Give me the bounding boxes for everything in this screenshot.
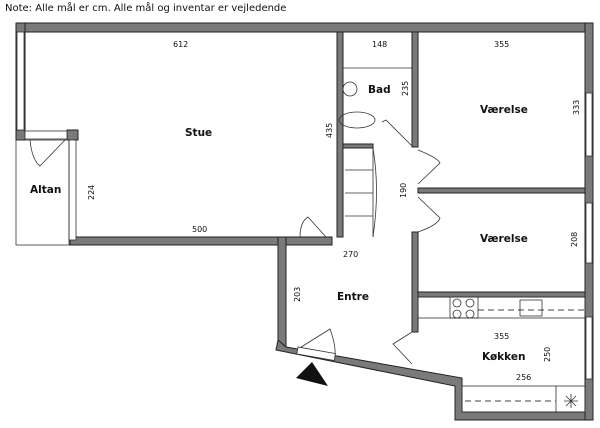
sink-icon bbox=[342, 81, 358, 97]
bathroom-fixtures bbox=[338, 67, 413, 147]
windows bbox=[16, 31, 593, 380]
dim-stue-height: 435 bbox=[325, 123, 334, 138]
room-label-vaerelse-1: Værelse bbox=[480, 104, 528, 116]
entrance-arrow-icon bbox=[296, 362, 328, 386]
dim-entre-height: 203 bbox=[293, 287, 302, 302]
toilet-icon bbox=[338, 111, 376, 129]
room-label-vaerelse-2: Værelse bbox=[480, 233, 528, 245]
room-label-koekken: Køkken bbox=[482, 351, 525, 363]
dim-koekken-width: 355 bbox=[494, 332, 509, 341]
dim-vaerelse1-height: 333 bbox=[572, 100, 581, 115]
dim-bad-height: 235 bbox=[401, 81, 410, 96]
dim-altan-height: 224 bbox=[87, 185, 96, 200]
stove-icon bbox=[449, 296, 479, 319]
dim-hall-height: 190 bbox=[399, 183, 408, 198]
dim-stue-width: 612 bbox=[173, 40, 188, 49]
dim-bad-width: 148 bbox=[372, 40, 387, 49]
dim-stue-bottom: 500 bbox=[192, 225, 207, 234]
altan-area bbox=[15, 130, 70, 246]
kitchen-fixtures bbox=[417, 296, 586, 413]
dim-koekken-height: 250 bbox=[543, 347, 552, 362]
room-label-entre: Entre bbox=[337, 291, 369, 303]
dim-vaerelse2-height: 208 bbox=[570, 232, 579, 247]
doors bbox=[296, 149, 441, 386]
room-label-altan: Altan bbox=[30, 184, 61, 196]
kitchen-sink-icon bbox=[519, 299, 543, 317]
dim-koekken-bottom: 256 bbox=[516, 373, 531, 382]
plan-note: Note: Alle mål er cm. Alle mål og invent… bbox=[5, 3, 287, 14]
dim-vaerelse1-width: 355 bbox=[494, 40, 509, 49]
room-label-bad: Bad bbox=[368, 84, 391, 96]
dim-entre-width: 270 bbox=[343, 250, 358, 259]
room-label-stue: Stue bbox=[185, 127, 212, 139]
closet bbox=[345, 147, 377, 238]
fan-icon bbox=[564, 394, 578, 408]
